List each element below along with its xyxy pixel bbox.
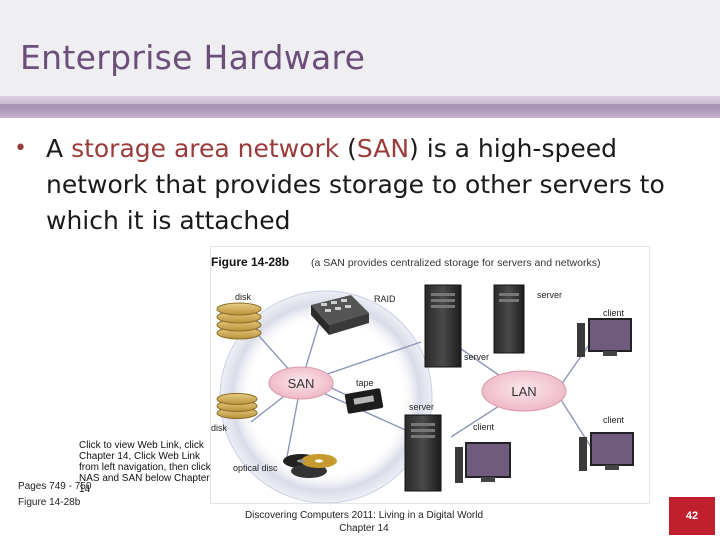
figure-caption: (a SAN provides centralized storage for … xyxy=(311,257,600,269)
raid-label: RAID xyxy=(374,294,396,304)
bullet-point: • A storage area network (SAN) is a high… xyxy=(14,131,704,239)
client-label-2: client xyxy=(603,415,625,425)
page-number-badge: 42 xyxy=(669,497,715,535)
connection-lines xyxy=(250,316,592,463)
footer-center: Discovering Computers 2011: Living in a … xyxy=(228,509,500,535)
server-icon-3 xyxy=(404,414,442,492)
server-icon-2 xyxy=(493,284,525,354)
client-computer-icon-3 xyxy=(455,442,511,483)
footer-figure-ref: Figure 14-28b xyxy=(18,497,81,508)
client-label: client xyxy=(603,308,625,318)
title-band xyxy=(0,0,720,96)
keyword-san: SAN xyxy=(356,134,410,163)
footer-book-title: Discovering Computers 2011: Living in a … xyxy=(244,510,484,521)
san-hub xyxy=(268,366,334,400)
san-hub-label: SAN xyxy=(288,376,315,391)
lan-hub xyxy=(481,370,567,412)
bullet-part-2: ( xyxy=(339,134,357,163)
bullet-part-3: ) is a high-speed network that provides … xyxy=(46,134,665,235)
bullet-text: A storage area network (SAN) is a high-s… xyxy=(46,131,704,239)
bullet-icon: • xyxy=(14,136,27,161)
disk-stack-icon xyxy=(216,302,262,340)
server-label-2: server xyxy=(537,290,562,300)
raid-icon xyxy=(311,295,369,335)
san-figure: Figure 14-28b (a SAN provides centralize… xyxy=(210,246,650,504)
server-label: server xyxy=(464,352,489,362)
footer-pages: Pages 749 - 750 xyxy=(18,481,92,492)
tape-label: tape xyxy=(356,378,374,388)
lan-hub-label: LAN xyxy=(511,384,536,399)
disk-stack-icon-2 xyxy=(216,393,258,419)
figure-label: Figure 14-28b xyxy=(211,255,289,269)
server-icon xyxy=(424,284,462,368)
client-label-3: client xyxy=(473,422,495,432)
client-computer-icon-2 xyxy=(579,432,634,471)
tape-icon xyxy=(344,388,384,414)
footer-left: Pages 749 - 750 Figure 14-28b xyxy=(18,479,91,511)
disk-label: disk xyxy=(235,292,252,302)
optical-disc-label: optical disc xyxy=(233,463,278,473)
disk-label-2: disk xyxy=(211,423,228,433)
client-computer-icon xyxy=(577,318,632,357)
bullet-part-1: A xyxy=(46,134,72,163)
server-label-3: server xyxy=(409,402,434,412)
optical-disc-icon xyxy=(283,454,337,478)
web-link-note[interactable]: Click to view Web Link, click Chapter 14… xyxy=(79,440,211,495)
footer-chapter: Chapter 14 xyxy=(339,523,389,534)
accent-bar xyxy=(0,96,720,118)
san-diagram: Figure 14-28b (a SAN provides centralize… xyxy=(211,255,634,503)
keyword-storage-area-network: storage area network xyxy=(71,134,340,163)
slide-title: Enterprise Hardware xyxy=(20,38,366,77)
